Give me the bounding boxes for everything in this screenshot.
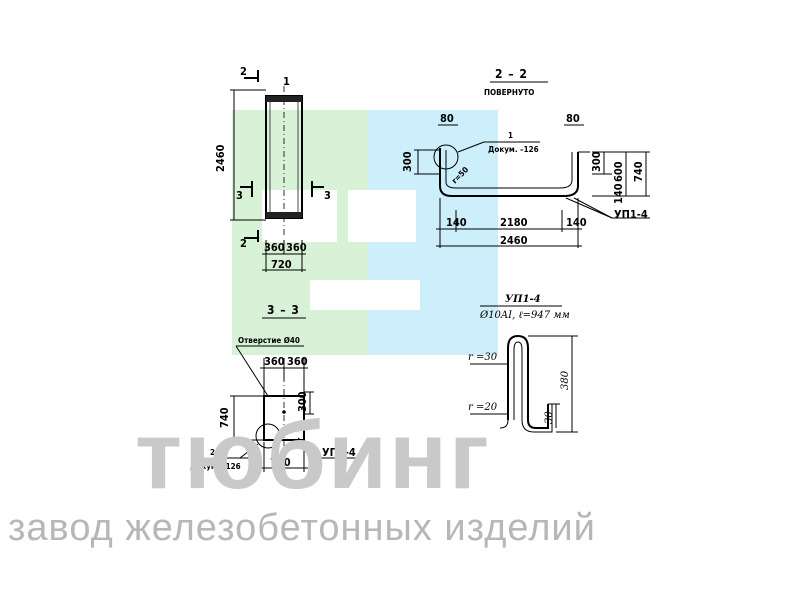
bottom-right-140: 140 bbox=[566, 216, 587, 229]
callout-num-2: 2 bbox=[210, 448, 215, 457]
width-total-720: 720 bbox=[271, 258, 292, 271]
panel-top-cap bbox=[266, 96, 302, 102]
watermark-tagline: завод железобетонных изделий bbox=[8, 507, 596, 549]
radius-bottom: r =20 bbox=[468, 402, 498, 413]
callout-doc-1: Докум. –126 bbox=[488, 145, 539, 154]
dim-left-top-80: 80 bbox=[440, 112, 454, 125]
dim-right-300: 300 bbox=[590, 151, 603, 172]
top-right-360: 360 bbox=[287, 355, 308, 368]
section-mark-2-bottom: 2 bbox=[240, 237, 247, 250]
height-dim-2460: 2460 bbox=[214, 144, 227, 172]
panel-bottom-cap bbox=[266, 212, 302, 218]
section-mark-2-top: 2 bbox=[240, 65, 247, 78]
axis-label-1: 1 bbox=[283, 75, 290, 88]
section-2-2-title: 2 – 2 bbox=[495, 67, 528, 81]
watermark-logo bbox=[232, 110, 498, 355]
u-profile-outer bbox=[439, 148, 579, 197]
loop-rebar-outer bbox=[507, 334, 549, 429]
loop-height-380: 380 bbox=[560, 370, 571, 390]
dim-right-140: 140 bbox=[612, 183, 625, 204]
bottom-left-140: 140 bbox=[446, 216, 467, 229]
bottom-mid-2180: 2180 bbox=[500, 216, 528, 229]
section-mark-3-left: 3 bbox=[236, 189, 243, 202]
loop-title: УП1-4 bbox=[505, 294, 541, 305]
loop-rebar-inner bbox=[513, 341, 553, 433]
dim-right-600: 600 bbox=[612, 161, 625, 182]
logo-white-cut-mid bbox=[348, 190, 416, 242]
dim-right-740: 740 bbox=[632, 161, 645, 182]
width-half-right: 360 bbox=[286, 241, 307, 254]
loop-spec: Ø10AI, ℓ=947 мм bbox=[479, 310, 570, 321]
u-profile-inner bbox=[445, 150, 573, 189]
loop-rebar-left-foot bbox=[499, 419, 509, 429]
dim-left-height-300: 300 bbox=[401, 151, 414, 172]
loop-label-up1-4-top: УП1-4 bbox=[614, 208, 648, 221]
width-half-left: 360 bbox=[264, 241, 285, 254]
inner-300: 300 bbox=[296, 391, 309, 412]
width-total-720-b: 720 bbox=[270, 456, 291, 469]
callout-num-1: 1 bbox=[508, 131, 513, 140]
logo-white-cut-bottom bbox=[310, 280, 420, 310]
hole-center bbox=[282, 410, 286, 414]
loop-detail-view: УП1-4 Ø10AI, ℓ=947 мм r =30 r =20 380 30 bbox=[468, 294, 578, 433]
section-2-2-view: 2 – 2 ПОВЕРНУТО 80 80 1 Докум. –126 r=50… bbox=[401, 67, 650, 248]
dim-right-top-80: 80 bbox=[566, 112, 580, 125]
loop-foot-30: 30 bbox=[544, 411, 555, 424]
hole-label: Отверстие Ø40 bbox=[238, 335, 300, 345]
callout-circle-2 bbox=[255, 423, 281, 449]
callout-doc-2: Докум. –126 bbox=[190, 462, 241, 471]
section-3-3-view: 3 – 3 Отверстие Ø40 360 360 300 740 2 До… bbox=[190, 303, 360, 472]
section-2-2-subtitle: ПОВЕРНУТО bbox=[484, 88, 534, 97]
radius-top: r =30 bbox=[468, 352, 498, 363]
height-740: 740 bbox=[218, 407, 231, 428]
elevation-view: 2 2 1 3 3 2460 360 360 720 bbox=[214, 65, 331, 272]
section-mark-3-right: 3 bbox=[324, 189, 331, 202]
watermark-brand: тюбинг bbox=[135, 402, 491, 509]
loop-label-up1-4-bottom: УП1-4 bbox=[322, 446, 356, 459]
top-left-360: 360 bbox=[264, 355, 285, 368]
bottom-total-2460: 2460 bbox=[500, 234, 528, 247]
section-3-3-body bbox=[263, 395, 305, 441]
section-3-3-title: 3 – 3 bbox=[267, 303, 300, 317]
